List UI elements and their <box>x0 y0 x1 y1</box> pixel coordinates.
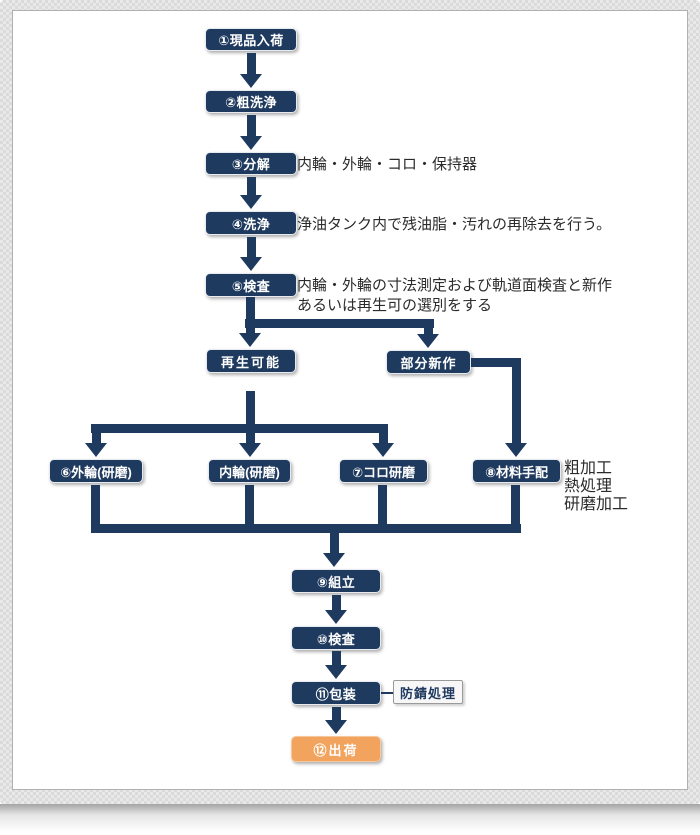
note-material: 粗加工 熱処理 研磨加工 <box>564 460 628 514</box>
branch-box-new-parts: 部分新作 <box>386 350 471 374</box>
new-parts-elbow-line <box>471 358 521 367</box>
note-inspection: 内輪・外輪の寸法測定および軌道面検査と新作 あるいは再生可の選別をする <box>297 276 612 316</box>
distributor-line <box>91 424 388 433</box>
collector-drop-outer <box>91 485 100 533</box>
arrow-to-material <box>505 358 527 457</box>
note-material-line3: 研磨加工 <box>564 496 629 513</box>
arrow-to-roller <box>372 424 394 457</box>
collector-drop-material <box>511 485 520 533</box>
note-inspection-line1: 内輪・外輪の寸法測定および軌道面検査と新作 <box>297 277 613 294</box>
step-box-5-inspection: ⑤検査 <box>205 273 297 297</box>
step-box-6-outer-ring-grind: ⑥外輪(研磨) <box>49 459 143 483</box>
arrow-step11-to-step12 <box>325 707 347 734</box>
note-material-line2: 熱処理 <box>564 478 613 495</box>
step-box-3-disassembly: ③分解 <box>205 152 297 175</box>
step-box-7-roller-grind: ⑦コロ研磨 <box>339 459 428 483</box>
arrow-to-outer-ring <box>85 424 107 457</box>
box-inner-ring-grind: 内輪(研磨) <box>208 459 291 483</box>
arrow-step10-to-step11 <box>325 651 347 679</box>
arrow-to-inner-ring <box>239 391 261 457</box>
side-box-rust-proof: 防錆処理 <box>393 680 463 704</box>
branch-line-horizontal <box>245 319 434 328</box>
step-box-10-inspection: ⑩検査 <box>291 626 381 650</box>
step-box-1-incoming: ①現品入荷 <box>205 28 297 51</box>
step-box-12-shipping: ⑫出荷 <box>291 736 381 762</box>
arrow-step9-to-step10 <box>325 595 347 624</box>
arrow-to-new-parts <box>417 319 439 348</box>
step-box-8-material: ⑧材料手配 <box>472 459 561 483</box>
step-box-9-assembly: ⑨組立 <box>291 569 381 593</box>
note-disassembly: 内輪・外輪・コロ・保持器 <box>297 156 478 173</box>
collector-drop-roller <box>378 485 387 533</box>
rust-proof-connector <box>381 692 393 694</box>
document-page: ①現品入荷 ②粗洗浄 ③分解 内輪・外輪・コロ・保持器 ④洗浄 浄油タンク内で残… <box>12 10 688 790</box>
step-box-4-washing: ④洗浄 <box>205 211 297 235</box>
collector-drop-inner <box>245 485 254 533</box>
branch-box-reusable: 再生可能 <box>206 349 296 373</box>
arrow-to-assembly <box>323 533 345 567</box>
page-drop-shadow <box>0 804 700 835</box>
note-inspection-line2: あるいは再生可の選別をする <box>297 297 493 314</box>
arrow-step1-to-step2 <box>240 53 262 88</box>
step-box-2-rough-wash: ②粗洗浄 <box>205 90 297 113</box>
arrow-step2-to-step3 <box>240 115 262 150</box>
flowchart: ①現品入荷 ②粗洗浄 ③分解 内輪・外輪・コロ・保持器 ④洗浄 浄油タンク内で残… <box>13 11 689 791</box>
note-material-line1: 粗加工 <box>564 460 613 477</box>
arrow-to-reusable <box>239 297 261 347</box>
note-washing: 浄油タンク内で残油脂・汚れの再除去を行う。 <box>297 215 612 233</box>
arrow-step4-to-step5 <box>240 237 262 271</box>
collector-line <box>91 524 521 533</box>
arrow-step3-to-step4 <box>240 177 262 209</box>
step-box-11-packing: ⑪包装 <box>291 681 381 705</box>
